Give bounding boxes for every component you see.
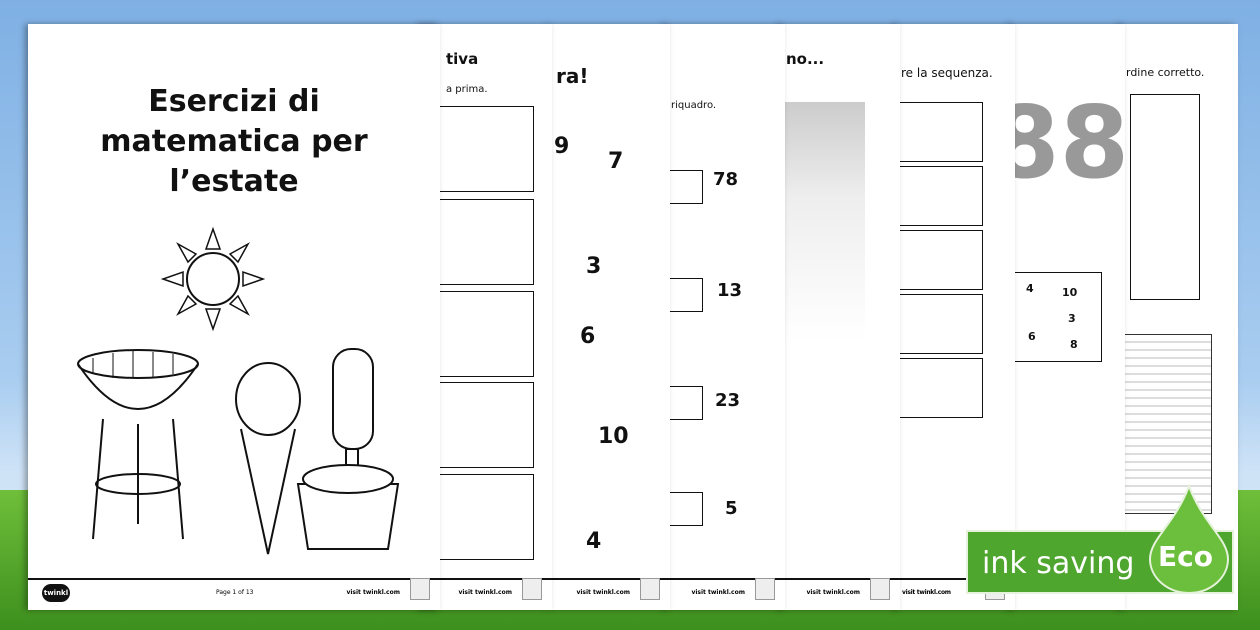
footer-line (895, 578, 1015, 580)
shop-picture (1122, 334, 1212, 514)
answer-box (1130, 94, 1200, 300)
answer-box (669, 170, 703, 204)
popsicle-and-cup-illustration (296, 348, 400, 550)
number-label: 3 (586, 254, 602, 279)
picture-box (434, 106, 534, 192)
cover-page: Esercizi di matematica per l’estate twin… (28, 24, 440, 610)
number-label: 3 (1068, 312, 1076, 325)
sequence-box (895, 166, 983, 226)
visit-link: visit twinkl.com (458, 589, 512, 596)
visit-link: visit twinkl.com (346, 589, 400, 596)
worksheet-page: re la sequenza. visit twinkl.com (895, 24, 1015, 610)
page-instruction: re la sequenza. (901, 66, 993, 80)
sequence-box (895, 230, 983, 290)
worksheet-page: tiva a prima. visit twinkl.com (420, 24, 552, 610)
number-label: 8 (1070, 338, 1078, 351)
footer-line (780, 578, 900, 580)
big-number: 88 (1010, 84, 1125, 201)
number-label: 9 (554, 134, 570, 159)
page-instruction: rdine corretto. (1126, 66, 1205, 79)
visit-link: visit twinkl.com (902, 589, 951, 596)
page-title: no... (786, 50, 825, 68)
number-label: 10 (1062, 286, 1078, 299)
sequence-box (895, 358, 983, 418)
picture-box (434, 382, 534, 468)
page-title: tiva (446, 50, 479, 68)
picture-box (434, 474, 534, 560)
title-line: l’estate (169, 164, 299, 199)
answer-box (669, 386, 703, 420)
page-number: Page 1 of 13 (216, 589, 254, 596)
title-line: Esercizi di (148, 84, 320, 119)
title-line: matematica per (100, 124, 368, 159)
quality-badge (410, 578, 430, 600)
quality-badge (522, 578, 542, 600)
popsicle-number: 13 (717, 280, 743, 301)
ink-saving-label: ink saving (982, 546, 1135, 581)
popsicle-number: 78 (713, 169, 739, 190)
number-label: 6 (1028, 330, 1036, 343)
quality-badge (755, 578, 775, 600)
ice-cream-van-picture (780, 102, 865, 342)
picture-box (434, 199, 534, 285)
visit-link: visit twinkl.com (576, 589, 630, 596)
eco-label: Eco (1158, 540, 1213, 573)
worksheet-page: 88 4 10 3 6 8 (1010, 24, 1125, 610)
page-instruction: riquadro. (671, 100, 717, 111)
eco-drop-icon (1148, 484, 1230, 594)
worksheet-page: riquadro. 78 13 23 5 visit twinkl.com (665, 24, 785, 610)
popsicle-number: 5 (725, 498, 738, 519)
number-label: 6 (580, 324, 596, 349)
page-instruction: a prima. (446, 84, 488, 95)
sun-illustration (160, 226, 266, 332)
number-label: 10 (598, 424, 629, 449)
footer-line (550, 578, 670, 580)
twinkl-logo: twinkl (42, 584, 70, 602)
number-label: 4 (1026, 282, 1034, 295)
footer-line (28, 578, 440, 580)
answer-box (669, 278, 703, 312)
number-box (1010, 272, 1102, 362)
sequence-box (895, 294, 983, 354)
quality-badge (640, 578, 660, 600)
visit-link: visit twinkl.com (806, 589, 860, 596)
visit-link: visit twinkl.com (691, 589, 745, 596)
picture-box (434, 291, 534, 377)
footer-line (665, 578, 785, 580)
answer-box (669, 492, 703, 526)
worksheet-page: no... visit twinkl.com (780, 24, 900, 610)
worksheet-page: ra! 9 7 3 6 10 4 visit twinkl.com (550, 24, 670, 610)
sequence-box (895, 102, 983, 162)
cover-title: Esercizi di matematica per l’estate (28, 82, 440, 202)
page-title: ra! (556, 64, 589, 88)
popsicle-number: 23 (715, 390, 741, 411)
bbq-grill-illustration (77, 349, 199, 540)
quality-badge (870, 578, 890, 600)
number-label: 4 (586, 529, 602, 554)
ice-cream-cone-illustration (235, 362, 301, 555)
footer-line (420, 578, 552, 580)
number-label: 7 (608, 149, 624, 174)
